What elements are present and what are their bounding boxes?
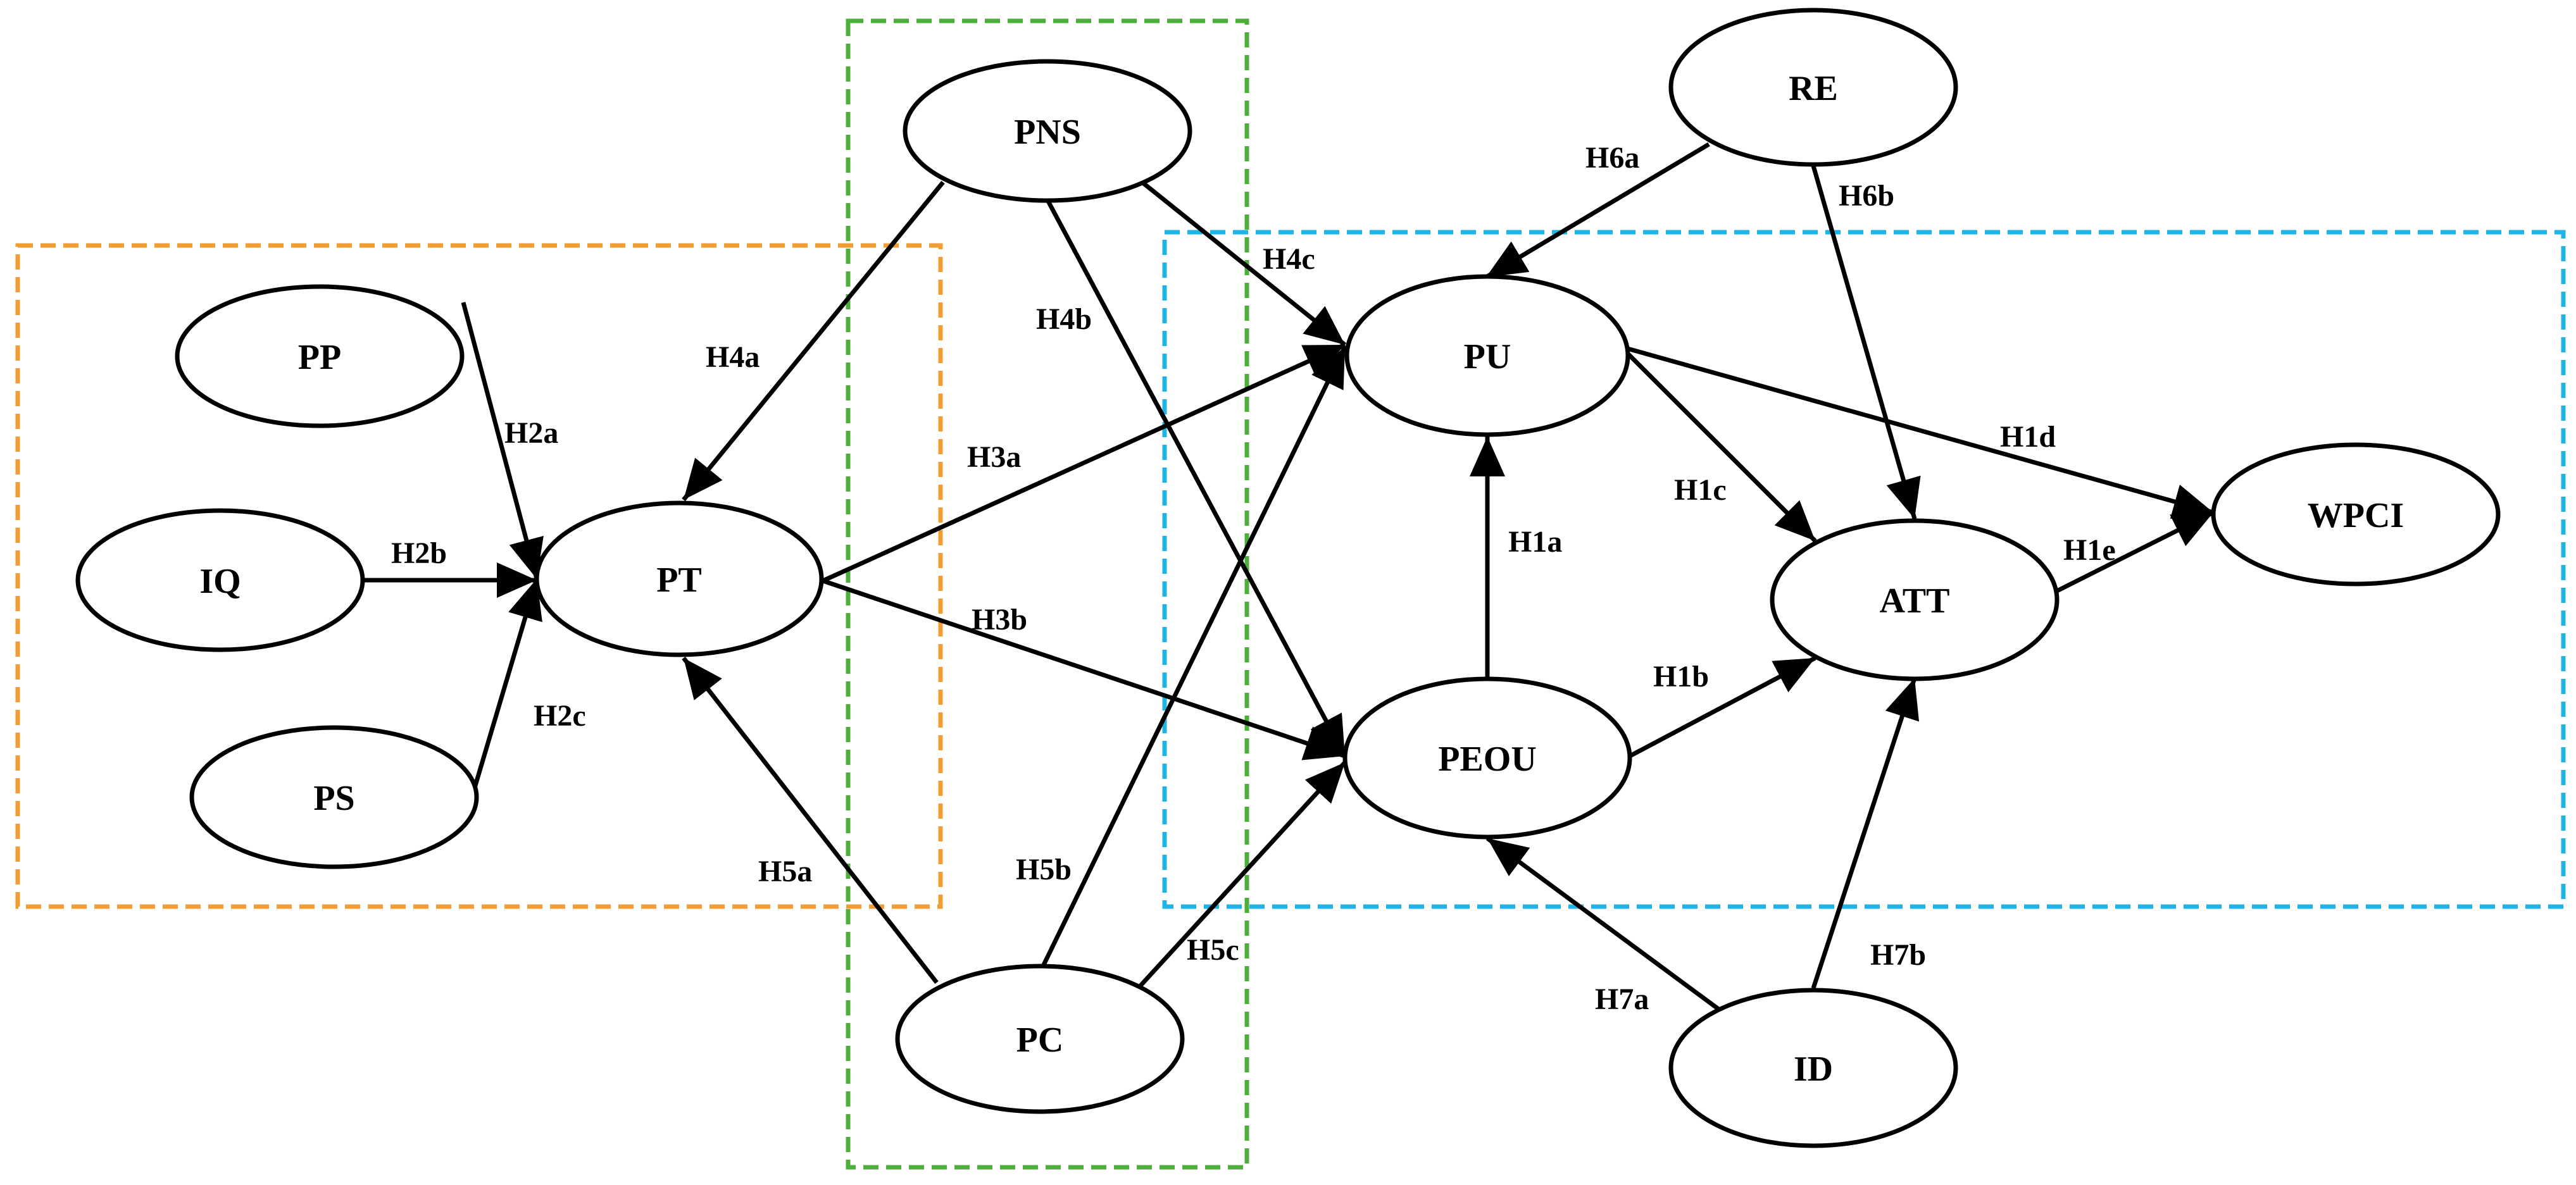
node-att-label: ATT [1880, 581, 1950, 621]
node-pp-label: PP [298, 338, 341, 377]
right-group-box [1162, 230, 2566, 909]
node-pt-label: PT [656, 561, 702, 600]
edge-ps-to-pt-arrow [472, 578, 542, 788]
edge-label-h7b: H7b [1870, 938, 1926, 972]
node-att-ellipse [1770, 518, 2060, 681]
node-id-label: ID [1794, 1050, 1833, 1089]
edge-label-h5c: H5c [1187, 933, 1239, 967]
node-wpci-ellipse [2211, 442, 2501, 586]
edge-label-h4b: H4b [1036, 302, 1092, 336]
edge-pc-to-pt-arrow [682, 656, 939, 984]
edge-pp-to-pt-arrow [461, 302, 544, 580]
edges-layer [362, 142, 2215, 1012]
edge-label-h1b: H1b [1653, 660, 1709, 693]
node-att: ATT [1770, 518, 2060, 681]
node-pu-label: PU [1464, 337, 1511, 376]
edge-re-to-pu-arrow [1485, 142, 1710, 280]
edge-label-h1d: H1d [2000, 420, 2056, 454]
node-iq-label: IQ [199, 562, 241, 601]
node-re: RE [1668, 8, 1958, 167]
edge-pc-to-pu-arrow [1041, 345, 1347, 967]
node-pns: PNS [903, 59, 1192, 203]
edge-label-h7a: H7a [1595, 983, 1649, 1016]
node-pu-ellipse [1344, 274, 1630, 437]
node-pu: PU [1344, 274, 1630, 437]
edge-id-to-peou-arrow [1485, 836, 1722, 1012]
node-pc-label: PC [1016, 1021, 1064, 1060]
node-iq-ellipse [75, 508, 365, 652]
middle-group-box [846, 18, 1249, 1170]
node-re-ellipse [1668, 8, 1958, 167]
node-pt-ellipse [534, 500, 824, 657]
node-pt: PT [534, 500, 824, 657]
edge-label-h3b: H3b [972, 603, 1027, 636]
edge-pns-to-pu-arrow [1142, 182, 1347, 347]
edge-re-to-att-arrow [1811, 165, 1921, 519]
edge-labels-layer: H1aH1bH1cH1dH1eH2aH2bH2cH3aH3bH4aH4bH4cH… [391, 141, 2116, 1016]
left-group-box [15, 243, 943, 909]
edge-label-h5a: H5a [758, 855, 812, 888]
edge-label-h2b: H2b [391, 537, 447, 570]
edge-pt-to-peou-arrow [822, 578, 1346, 760]
node-pp-ellipse [175, 284, 465, 428]
node-wpci: WPCI [2211, 442, 2501, 586]
node-pns-ellipse [903, 59, 1192, 203]
edge-label-h4a: H4a [706, 340, 760, 374]
edge-pc-to-peou-arrow [1137, 760, 1347, 989]
edge-label-h2c: H2c [534, 699, 586, 733]
edge-pu-to-wpci-arrow [1625, 345, 2214, 519]
node-id-ellipse [1668, 988, 1958, 1148]
edge-label-h6b: H6b [1839, 179, 1894, 213]
node-pc: PC [895, 964, 1185, 1114]
node-pns-label: PNS [1014, 113, 1081, 152]
edge-pu-to-att-arrow [1623, 349, 1817, 543]
edge-pt-to-pu-arrow [822, 342, 1346, 583]
node-iq: IQ [75, 508, 365, 652]
edge-label-h4c: H4c [1263, 242, 1315, 276]
node-ps-ellipse [189, 725, 479, 869]
edge-pns-to-peou-arrow [1046, 200, 1347, 757]
node-peou-ellipse [1342, 676, 1632, 840]
edge-label-h2a: H2a [504, 416, 558, 450]
nodes-layer: PP IQ PS PT PNS PC RE PU PEOU ATT WPCI ID [75, 8, 2501, 1148]
node-pc-ellipse [895, 964, 1185, 1114]
edge-att-to-wpci-arrow [2054, 510, 2215, 594]
node-pp: PP [175, 284, 465, 428]
node-wpci-label: WPCI [2308, 496, 2404, 535]
node-peou: PEOU [1342, 676, 1632, 840]
edge-peou-to-att-arrow [1629, 655, 1816, 759]
node-id: ID [1668, 988, 1958, 1148]
node-ps: PS [189, 725, 479, 869]
edge-label-h3a: H3a [967, 440, 1021, 474]
node-ps-label: PS [313, 779, 354, 818]
edge-label-h6a: H6a [1585, 141, 1639, 175]
edge-pns-to-pt-arrow [682, 180, 945, 502]
edge-label-h1a: H1a [1508, 525, 1562, 559]
node-peou-label: PEOU [1438, 740, 1537, 779]
edge-label-h1c: H1c [1674, 473, 1727, 507]
edge-label-h1e: H1e [2063, 533, 2116, 567]
node-re-label: RE [1789, 69, 1838, 108]
edge-label-h5b: H5b [1016, 853, 1072, 886]
edge-id-to-att-arrow [1811, 677, 1920, 990]
